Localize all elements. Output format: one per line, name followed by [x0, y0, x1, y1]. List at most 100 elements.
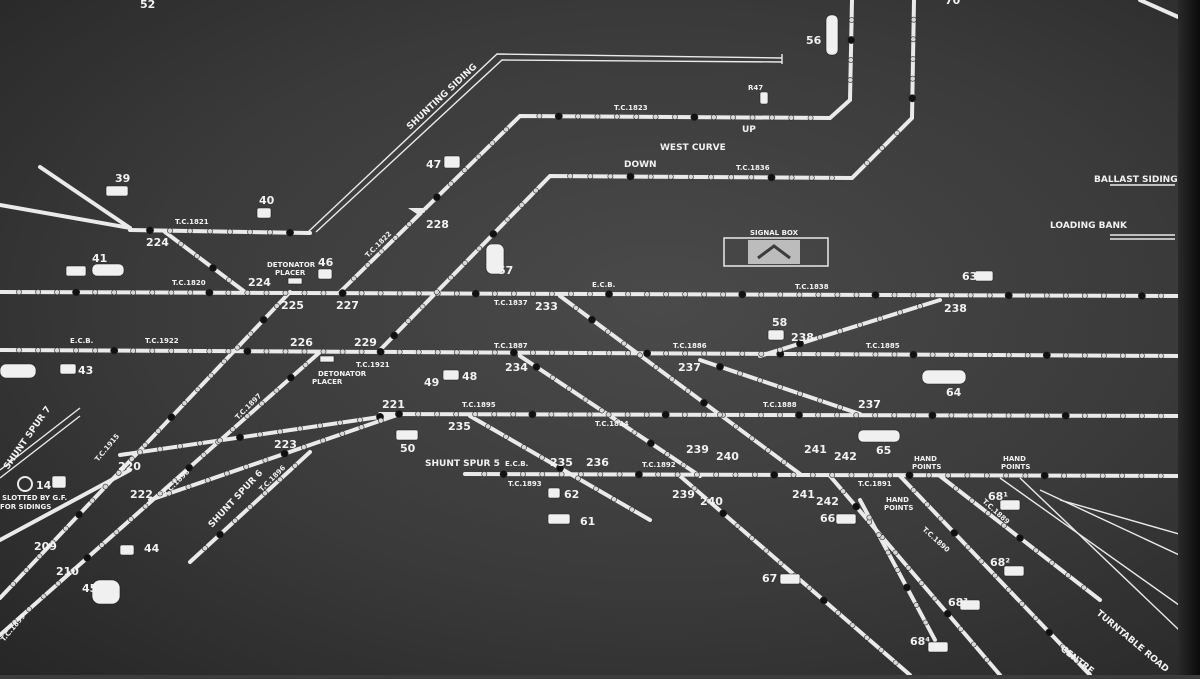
label-hand-points-c1: HAND — [886, 496, 909, 504]
track-lamp — [909, 350, 918, 359]
track-lamp — [205, 288, 214, 297]
track-lamp — [447, 274, 454, 281]
track-lamp — [643, 411, 650, 418]
track-lamp — [301, 290, 308, 296]
num-40: 40 — [259, 194, 275, 207]
track-lamp — [262, 457, 269, 464]
track-lamp — [286, 373, 295, 382]
track-lamp — [10, 581, 17, 587]
track-lamp — [566, 385, 572, 392]
track-lamp — [1139, 412, 1145, 419]
track-lamp — [1061, 472, 1067, 479]
track-lamp — [115, 469, 122, 476]
track-lamp — [957, 626, 964, 632]
signal-14-icon — [51, 475, 67, 489]
track-lamp — [688, 173, 694, 180]
track-lamp — [767, 173, 776, 182]
track-lamp — [350, 275, 357, 282]
track-lamp — [605, 328, 611, 335]
track-lamp — [1120, 292, 1126, 299]
signal-63-icon — [974, 270, 994, 282]
signal-47-icon — [443, 155, 461, 169]
track-lamp — [681, 411, 688, 418]
track-lamp — [75, 510, 83, 519]
track-lamp — [1042, 351, 1051, 360]
track-lamp — [35, 289, 41, 295]
track-lamp — [320, 348, 327, 355]
track-lamp — [716, 362, 724, 371]
num-p239a: 239 — [686, 443, 709, 456]
track-lamp — [292, 462, 298, 469]
num-p220: 220 — [118, 460, 141, 473]
track-lamp — [202, 545, 208, 552]
track-circuit-lamps — [10, 16, 1164, 666]
track-lamp — [390, 331, 399, 340]
track-lamp — [405, 318, 412, 324]
track-lamp — [1049, 559, 1055, 566]
track-lamp — [835, 609, 841, 616]
track-lamp — [606, 350, 612, 356]
track-lamp — [1001, 522, 1007, 529]
track-lamp — [647, 173, 654, 180]
track-lamp — [587, 291, 593, 297]
track-lamp — [700, 398, 708, 407]
track-lamp — [166, 490, 173, 497]
signal-56-icon — [825, 14, 839, 56]
track-lamp — [194, 253, 200, 259]
track-lamp — [157, 446, 163, 452]
track-lamp — [247, 229, 253, 235]
track-lamp — [663, 291, 669, 298]
track-lamp — [765, 447, 771, 454]
num-p236: 236 — [586, 456, 609, 469]
track-lamp — [598, 407, 605, 414]
track-lamp — [489, 140, 496, 146]
track-lamp — [717, 411, 723, 418]
signal-43b-icon — [59, 363, 77, 375]
track-lamp — [149, 347, 156, 354]
track-lamp — [377, 417, 384, 424]
track-lamp — [629, 506, 635, 513]
track-lamp — [142, 503, 149, 510]
track-lamp — [185, 483, 192, 490]
track-lamp — [969, 497, 975, 504]
track-lamp — [897, 309, 903, 316]
track-lamp — [749, 114, 756, 121]
track-lamp — [929, 292, 936, 299]
track-lamp — [967, 412, 974, 419]
track-lamp — [749, 435, 755, 442]
track-lamp — [840, 488, 846, 495]
track-lamp — [763, 547, 770, 554]
track-lamp — [244, 413, 251, 420]
track-lamp — [737, 370, 743, 377]
track-lamp — [378, 248, 385, 255]
num-62: 62 — [564, 488, 579, 501]
tc-1921: T.C.1921 — [356, 361, 390, 369]
track-lamp — [1119, 472, 1125, 479]
track-lamp — [837, 328, 843, 334]
track-lamp — [243, 463, 250, 470]
track-lamp — [1005, 586, 1012, 593]
tc-1891: T.C.1891 — [858, 480, 892, 488]
track-lamp — [433, 289, 440, 295]
track-lamp — [871, 291, 880, 299]
track-lamp — [857, 321, 863, 328]
signal-39-icon — [105, 185, 129, 197]
track-lamp — [708, 174, 714, 180]
track-lamp — [338, 289, 347, 298]
label-slotted-2: FOR SIDINGS — [0, 503, 51, 511]
track-lamp — [922, 619, 929, 626]
track-lamp — [777, 560, 784, 566]
track-lamp — [521, 444, 527, 451]
track-lamp — [102, 483, 109, 490]
track-lamp — [415, 290, 422, 297]
num-68-4: 68⁴ — [910, 635, 930, 648]
track-lamp — [593, 485, 599, 492]
track-lamp — [155, 428, 162, 434]
track-lamp — [511, 290, 517, 297]
num-p240a: 240 — [716, 450, 739, 463]
num-p241a: 241 — [804, 443, 827, 456]
track-lamp — [247, 330, 254, 337]
track-lamp — [267, 229, 273, 236]
track-lamp — [1157, 472, 1164, 479]
